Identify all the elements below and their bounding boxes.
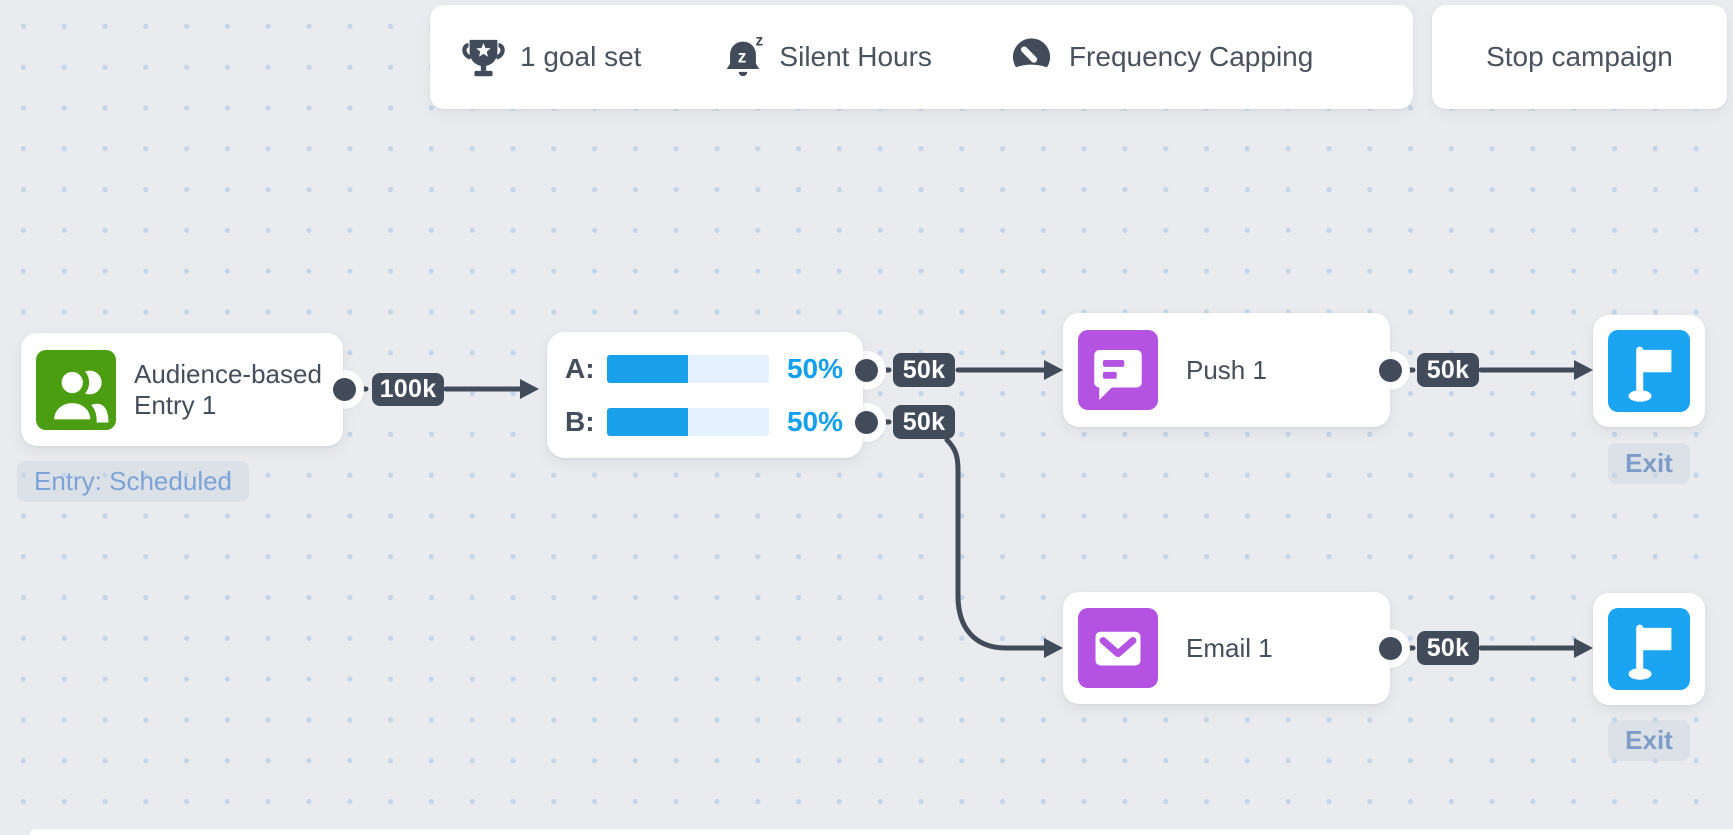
arrowhead-email xyxy=(1044,638,1063,658)
flag-icon xyxy=(1628,346,1672,402)
connector-dot[interactable] xyxy=(855,359,878,382)
connector-dot[interactable] xyxy=(1379,359,1402,382)
push-node[interactable]: Push 1 xyxy=(1063,313,1390,427)
entry-output-count: 100k xyxy=(372,373,444,406)
variant-b-bar xyxy=(607,407,769,436)
arrowhead-exit-bottom xyxy=(1574,638,1593,658)
bottom-panel-edge xyxy=(30,829,1733,835)
goal-set-item[interactable]: 1 goal set xyxy=(460,34,641,80)
variant-b-output-count: 50k xyxy=(893,405,955,439)
svg-text:z: z xyxy=(738,47,747,67)
exit-label-top: Exit xyxy=(1608,443,1690,484)
people-icon xyxy=(36,349,116,430)
goal-set-label: 1 goal set xyxy=(520,41,642,72)
chat-bubble-icon xyxy=(1078,330,1158,410)
frequency-capping-label: Frequency Capping xyxy=(1068,41,1314,72)
push-output-count: 50k xyxy=(1417,353,1479,387)
campaign-settings-bar: 1 goal set z z Silent Hours Frequency Ca… xyxy=(430,5,1413,109)
connector-dot[interactable] xyxy=(1379,637,1402,660)
stop-campaign-button[interactable]: Stop campaign xyxy=(1432,5,1727,109)
stop-campaign-label: Stop campaign xyxy=(1486,41,1673,72)
trophy-icon xyxy=(462,39,505,77)
email-output-count: 50k xyxy=(1417,631,1479,665)
silent-hours-label: Silent Hours xyxy=(779,41,932,72)
arrowhead-split xyxy=(520,379,539,399)
connector-dot[interactable] xyxy=(333,378,356,401)
email-node[interactable]: Email 1 xyxy=(1063,592,1390,704)
ab-split-node[interactable]: A: 50% B: 50% xyxy=(547,332,863,458)
gauge-icon xyxy=(1009,38,1053,81)
flag-icon xyxy=(1628,624,1672,680)
email-node-label: Email 1 xyxy=(1186,632,1273,663)
arrowhead-exit-top xyxy=(1574,360,1593,380)
variant-b-bar-fill xyxy=(607,407,688,436)
edges xyxy=(354,367,1578,651)
variant-a-bar xyxy=(607,354,769,383)
envelope-icon xyxy=(1078,608,1158,688)
connector-dot[interactable] xyxy=(855,411,878,434)
arrowheads xyxy=(520,360,1593,658)
svg-text:z: z xyxy=(756,33,764,50)
variant-b-percent: 50% xyxy=(786,405,843,437)
push-node-label: Push 1 xyxy=(1186,354,1267,385)
variant-b-label: B: xyxy=(565,405,595,437)
variant-a-label: A: xyxy=(565,352,595,384)
exit-node-bottom[interactable] xyxy=(1593,593,1705,705)
entry-node[interactable]: Audience-based Entry 1 xyxy=(21,333,343,446)
edge-b-email xyxy=(944,437,1048,651)
entry-node-label: Audience-based Entry 1 xyxy=(134,358,322,420)
exit-label-bottom: Exit xyxy=(1608,720,1690,761)
flag-icon-bg xyxy=(1608,608,1690,690)
variant-a-percent: 50% xyxy=(786,352,843,384)
variant-row-b: B: 50% xyxy=(547,395,863,448)
variant-a-output-count: 50k xyxy=(893,353,955,387)
arrowhead-push xyxy=(1044,360,1063,380)
variant-row-a: A: 50% xyxy=(547,342,863,395)
bell-snooze-icon: z z xyxy=(727,33,764,77)
frequency-capping-item[interactable]: Frequency Capping xyxy=(1009,33,1313,81)
exit-node-top[interactable] xyxy=(1593,315,1705,427)
flag-icon-bg xyxy=(1608,330,1690,412)
silent-hours-item[interactable]: z z Silent Hours xyxy=(720,32,932,82)
entry-status-badge: Entry: Scheduled xyxy=(17,461,250,502)
variant-a-bar-fill xyxy=(607,354,688,383)
